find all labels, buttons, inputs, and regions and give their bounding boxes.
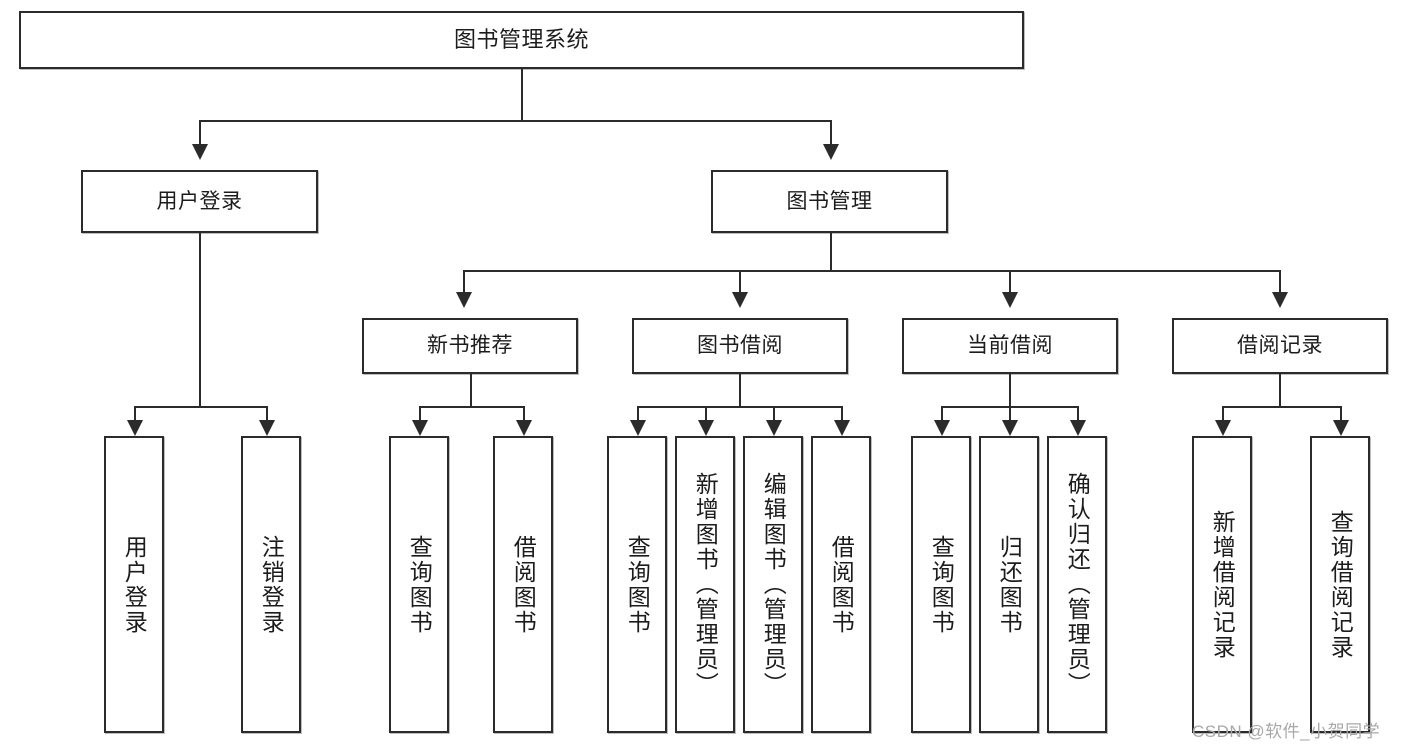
node-current-borrow[interactable]: 当前借阅 — [902, 318, 1118, 374]
node-label: 图书管理 — [786, 189, 873, 213]
leaf-query-book-borrow[interactable]: 查询图书 — [607, 436, 667, 733]
node-root-book-management-system[interactable]: 图书管理系统 — [19, 11, 1024, 69]
leaf-label: 查询借阅记录 — [1327, 509, 1354, 660]
connector-bb-leaf-3 — [773, 406, 775, 420]
connector-borrow-record-bus — [1222, 406, 1340, 408]
arrow-to-leaf-borrow-book-bb — [834, 420, 850, 436]
connector-nbr-leaf-2 — [523, 406, 525, 420]
connector-level3-bus — [463, 270, 1280, 272]
arrow-to-leaf-add-record — [1215, 420, 1231, 436]
connector-root-bus — [199, 120, 831, 122]
connector-root-stem — [521, 69, 523, 120]
node-borrow-record[interactable]: 借阅记录 — [1172, 318, 1388, 374]
arrow-to-leaf-query-book-nbr — [412, 420, 428, 436]
arrow-to-leaf-borrow-book-nbr — [516, 420, 532, 436]
leaf-add-borrow-record[interactable]: 新增借阅记录 — [1192, 436, 1252, 733]
connector-root-to-book-management — [830, 120, 832, 144]
arrow-to-leaf-query-book-bb — [630, 420, 646, 436]
node-label: 借阅记录 — [1237, 334, 1323, 358]
connector-borrow-record-stem — [1279, 374, 1281, 406]
connector-bb-leaf-4 — [841, 406, 843, 420]
leaf-borrow-book[interactable]: 借阅图书 — [811, 436, 871, 733]
connector-user-login-to-leaf-1 — [134, 406, 136, 420]
connector-cb-leaf-2 — [1009, 406, 1011, 420]
arrow-to-leaf-edit-book — [766, 420, 782, 436]
connector-user-login-to-leaf-2 — [266, 406, 268, 420]
connector-cb-leaf-1 — [941, 406, 943, 420]
leaf-user-login[interactable]: 用户登录 — [104, 436, 164, 733]
leaf-edit-book-admin[interactable]: 编辑图书（管理员） — [743, 436, 803, 733]
node-label: 图书借阅 — [697, 334, 783, 358]
node-label: 当前借阅 — [967, 334, 1053, 358]
node-label: 图书管理系统 — [453, 26, 589, 52]
arrow-to-leaf-logout — [259, 420, 275, 436]
leaf-label: 确认归还（管理员） — [1064, 472, 1091, 697]
connector-to-new-book-recommend — [463, 270, 465, 292]
arrow-to-book-management — [823, 144, 839, 160]
node-new-book-recommend[interactable]: 新书推荐 — [362, 318, 578, 374]
arrow-to-leaf-query-book-cb — [934, 420, 950, 436]
connector-book-management-stem — [830, 233, 832, 270]
connector-nbr-leaf-1 — [419, 406, 421, 420]
connector-user-login-bus — [134, 406, 266, 408]
leaf-logout[interactable]: 注销登录 — [241, 436, 301, 733]
connector-current-borrow-stem — [1009, 374, 1011, 406]
leaf-label: 新增借阅记录 — [1209, 509, 1236, 660]
arrow-to-leaf-query-record — [1333, 420, 1349, 436]
leaf-add-book-admin[interactable]: 新增图书（管理员） — [675, 436, 735, 733]
leaf-label: 借阅图书 — [510, 534, 537, 635]
leaf-query-book-current[interactable]: 查询图书 — [911, 436, 971, 733]
leaf-label: 借阅图书 — [828, 534, 855, 635]
connector-br-leaf-1 — [1222, 406, 1224, 420]
connector-br-leaf-2 — [1340, 406, 1342, 420]
connector-root-to-user-login — [199, 120, 201, 144]
node-book-borrow[interactable]: 图书借阅 — [632, 318, 848, 374]
arrow-to-leaf-user-login — [127, 420, 143, 436]
leaf-label: 用户登录 — [121, 534, 148, 635]
arrow-to-new-book-recommend — [456, 292, 472, 308]
node-label: 用户登录 — [156, 189, 243, 213]
connector-new-book-recommend-bus — [419, 406, 523, 408]
leaf-confirm-return-admin[interactable]: 确认归还（管理员） — [1047, 436, 1107, 733]
node-label: 新书推荐 — [427, 334, 513, 358]
leaf-label: 查询图书 — [406, 534, 433, 635]
leaf-label: 注销登录 — [258, 534, 285, 635]
arrow-to-book-borrow — [732, 292, 748, 308]
connector-cb-leaf-3 — [1077, 406, 1079, 420]
connector-bb-leaf-1 — [637, 406, 639, 420]
arrow-to-leaf-confirm-return — [1070, 420, 1086, 436]
connector-book-borrow-stem — [739, 374, 741, 406]
connector-to-current-borrow — [1009, 270, 1011, 292]
leaf-query-book-recommend[interactable]: 查询图书 — [389, 436, 449, 733]
leaf-borrow-book-recommend[interactable]: 借阅图书 — [493, 436, 553, 733]
leaf-query-borrow-record[interactable]: 查询借阅记录 — [1310, 436, 1370, 733]
arrow-to-leaf-add-book — [698, 420, 714, 436]
connector-new-book-recommend-stem — [470, 374, 472, 406]
arrow-to-leaf-return-book — [1002, 420, 1018, 436]
node-book-management[interactable]: 图书管理 — [711, 170, 948, 233]
leaf-label: 编辑图书（管理员） — [760, 472, 787, 697]
connector-book-borrow-bus — [637, 406, 841, 408]
leaf-label: 新增图书（管理员） — [692, 472, 719, 697]
connector-user-login-stem — [199, 233, 201, 406]
arrow-to-borrow-record — [1272, 292, 1288, 308]
arrow-to-current-borrow — [1002, 292, 1018, 308]
arrow-to-user-login — [192, 144, 208, 160]
node-user-login[interactable]: 用户登录 — [81, 170, 318, 233]
connector-to-book-borrow — [739, 270, 741, 292]
leaf-label: 查询图书 — [624, 534, 651, 635]
connector-to-borrow-record — [1279, 270, 1281, 292]
leaf-return-book[interactable]: 归还图书 — [979, 436, 1039, 733]
connector-bb-leaf-2 — [705, 406, 707, 420]
leaf-label: 查询图书 — [928, 534, 955, 635]
leaf-label: 归还图书 — [996, 534, 1023, 635]
